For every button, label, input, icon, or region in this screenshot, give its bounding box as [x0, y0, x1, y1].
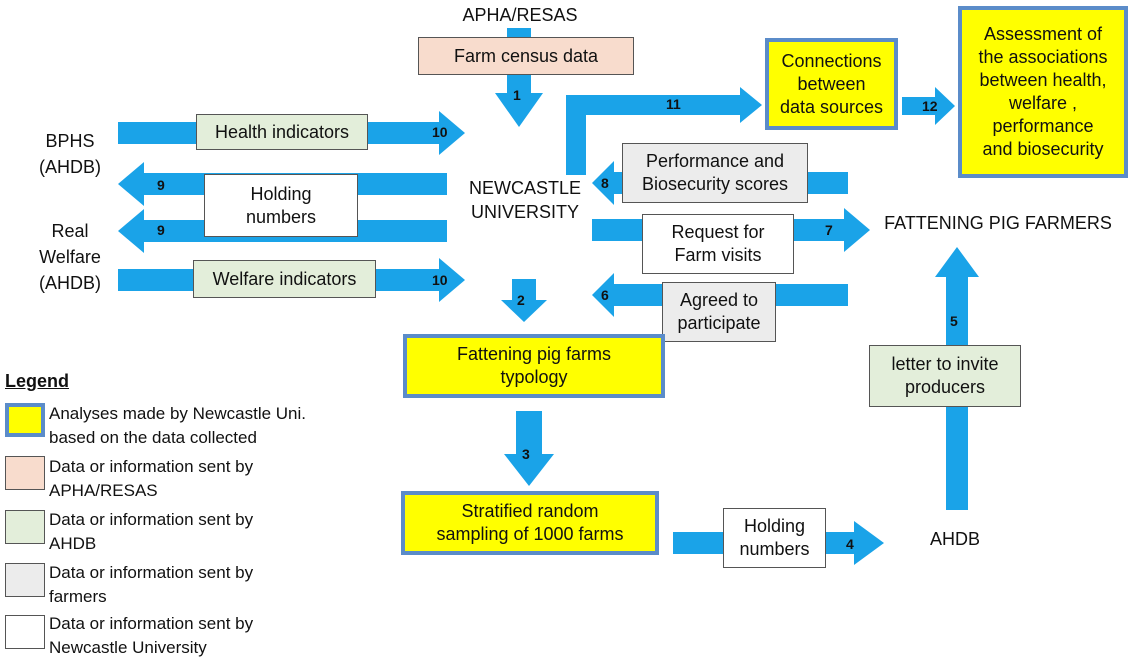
apha-resas-label: APHA/RESAS [462, 5, 578, 25]
farm-census-data-box: Farm census data [418, 37, 634, 75]
request-farm-visits-box: Request for Farm visits [642, 214, 794, 274]
step-10-welfare: 10 [432, 272, 448, 288]
step-7: 7 [825, 222, 833, 238]
legend-swatch-apha [5, 456, 45, 490]
arrow-12-assessment [902, 87, 955, 125]
performance-biosecurity-box: Performance and Biosecurity scores [622, 143, 808, 203]
step-12: 12 [922, 98, 938, 114]
step-9-bphs: 9 [157, 177, 165, 193]
legend-title: Legend [5, 371, 70, 391]
legend-text-analyses: Analyses made by Newcastle Uni. based on… [49, 404, 307, 447]
step-8: 8 [601, 175, 609, 191]
legend-text-ahdb: Data or information sent by AHDB [49, 510, 254, 553]
step-4: 4 [846, 536, 854, 552]
holding-numbers-bottom-box: Holding numbers [723, 508, 826, 568]
health-indicators-box: Health indicators [196, 114, 368, 150]
step-6: 6 [601, 287, 609, 303]
farm-typology-box: Fattening pig farms typology [403, 334, 665, 398]
legend-swatch-farmers [5, 563, 45, 597]
newcastle-university-label: NEWCASTLE UNIVERSITY [468, 178, 582, 222]
ahdb-label: AHDB [929, 529, 980, 549]
fattening-pig-farmers-label: FATTENING PIG FARMERS [884, 213, 1112, 233]
legend-swatch-analyses [5, 403, 45, 437]
step-5: 5 [950, 313, 958, 329]
legend-text-apha: Data or information sent by APHA/RESAS [49, 457, 254, 500]
assessment-box: Assessment of the associations between h… [958, 6, 1128, 178]
step-3: 3 [522, 446, 530, 462]
step-9-welfare: 9 [157, 222, 165, 238]
bphs-label: BPHS (AHDB) [39, 131, 101, 177]
legend-text-newcastle: Data or information sent by Newcastle Un… [49, 614, 254, 657]
step-2: 2 [517, 292, 525, 308]
connections-box: Connections between data sources [765, 38, 898, 130]
step-11: 11 [666, 96, 681, 112]
step-10-health: 10 [432, 124, 448, 140]
arrow-11-connections [566, 87, 762, 175]
legend-text-farmers: Data or information sent by farmers [49, 563, 254, 606]
step-1: 1 [513, 87, 521, 103]
welfare-indicators-box: Welfare indicators [193, 260, 376, 298]
arrow-2-typology [501, 279, 547, 322]
agreed-to-participate-box: Agreed to participate [662, 282, 776, 342]
real-welfare-label: Real Welfare (AHDB) [39, 221, 101, 293]
legend-swatch-newcastle [5, 615, 45, 649]
arrow-3-sampling [504, 411, 554, 486]
stratified-sampling-box: Stratified random sampling of 1000 farms [401, 491, 659, 555]
letter-invite-producers-box: letter to invite producers [869, 345, 1021, 407]
legend-swatch-ahdb [5, 510, 45, 544]
holding-numbers-left-box: Holding numbers [204, 174, 358, 237]
